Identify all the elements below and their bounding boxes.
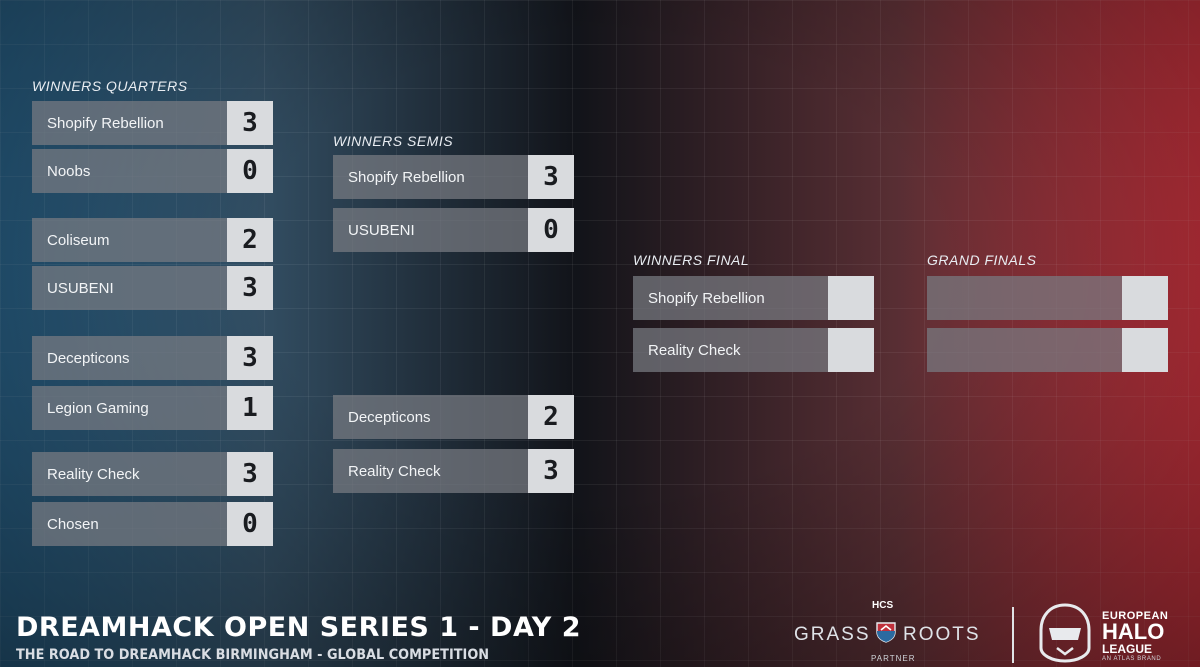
team-name: Coliseum	[32, 218, 227, 262]
logo-divider	[1012, 607, 1014, 663]
halo-helmet-icon	[1039, 603, 1091, 663]
stage-label-winners-semis: WINNERS SEMIS	[333, 133, 454, 149]
quarters-row-8[interactable]: Chosen 0	[32, 502, 273, 546]
grass-roots-logo: HCS GRASS ROOTS PARTNER	[790, 600, 981, 663]
quarters-row-7[interactable]: Reality Check 3	[32, 452, 273, 496]
shield-icon	[876, 622, 896, 643]
team-name: Legion Gaming	[32, 386, 227, 430]
team-name: Shopify Rebellion	[333, 155, 528, 199]
final-row-2[interactable]: Reality Check	[633, 328, 874, 372]
final-row-1[interactable]: Shopify Rebellion	[633, 276, 874, 320]
team-score: 3	[227, 266, 273, 310]
partner-label: PARTNER	[871, 654, 916, 663]
team-name	[927, 276, 1122, 320]
team-name: Chosen	[32, 502, 227, 546]
semis-row-1[interactable]: Shopify Rebellion 3	[333, 155, 574, 199]
quarters-row-5[interactable]: Decepticons 3	[32, 336, 273, 380]
team-score: 0	[528, 208, 574, 252]
grand-row-1[interactable]	[927, 276, 1168, 320]
team-name: Decepticons	[32, 336, 227, 380]
team-score	[1122, 276, 1168, 320]
stage-label-winners-quarters: WINNERS QUARTERS	[32, 78, 188, 94]
semis-row-2[interactable]: USUBENI 0	[333, 208, 574, 252]
quarters-row-3[interactable]: Coliseum 2	[32, 218, 273, 262]
team-name: Shopify Rebellion	[633, 276, 828, 320]
ehl-line3: LEAGUE	[1102, 642, 1153, 656]
team-score: 0	[227, 149, 273, 193]
roots-word: ROOTS	[903, 624, 981, 645]
stage-label-winners-final: WINNERS FINAL	[633, 252, 750, 268]
event-title: DREAMHACK OPEN SERIES 1 - DAY 2	[16, 612, 581, 643]
ehl-line1: EUROPEAN	[1102, 610, 1169, 622]
team-name: Reality Check	[633, 328, 828, 372]
event-subtitle: THE ROAD TO DREAMHACK BIRMINGHAM - GLOBA…	[16, 647, 490, 663]
team-score: 2	[227, 218, 273, 262]
ehl-line4: AN ATLAS BRAND	[1102, 656, 1162, 662]
team-name: Reality Check	[32, 452, 227, 496]
team-name: Reality Check	[333, 449, 528, 493]
team-score: 3	[528, 449, 574, 493]
ehl-line2: HALO	[1102, 619, 1165, 644]
quarters-row-6[interactable]: Legion Gaming 1	[32, 386, 273, 430]
european-halo-league-logo: EUROPEAN HALO LEAGUE AN ATLAS BRAND	[1030, 600, 1195, 667]
team-score: 1	[227, 386, 273, 430]
team-score	[1122, 328, 1168, 372]
stage-label-grand-finals: GRAND FINALS	[927, 252, 1037, 268]
team-name: USUBENI	[333, 208, 528, 252]
quarters-row-2[interactable]: Noobs 0	[32, 149, 273, 193]
semis-row-3[interactable]: Decepticons 2	[333, 395, 574, 439]
team-name: Noobs	[32, 149, 227, 193]
team-score: 3	[227, 452, 273, 496]
team-score: 3	[528, 155, 574, 199]
team-score: 2	[528, 395, 574, 439]
quarters-row-4[interactable]: USUBENI 3	[32, 266, 273, 310]
team-score: 0	[227, 502, 273, 546]
hcs-label: HCS	[872, 600, 894, 611]
team-name: Decepticons	[333, 395, 528, 439]
quarters-row-1[interactable]: Shopify Rebellion 3	[32, 101, 273, 145]
team-name: Shopify Rebellion	[32, 101, 227, 145]
team-score	[828, 328, 874, 372]
team-score: 3	[227, 336, 273, 380]
team-name: USUBENI	[32, 266, 227, 310]
semis-row-4[interactable]: Reality Check 3	[333, 449, 574, 493]
team-score	[828, 276, 874, 320]
team-name	[927, 328, 1122, 372]
team-score: 3	[227, 101, 273, 145]
grand-row-2[interactable]	[927, 328, 1168, 372]
grass-word: GRASS	[794, 624, 871, 645]
